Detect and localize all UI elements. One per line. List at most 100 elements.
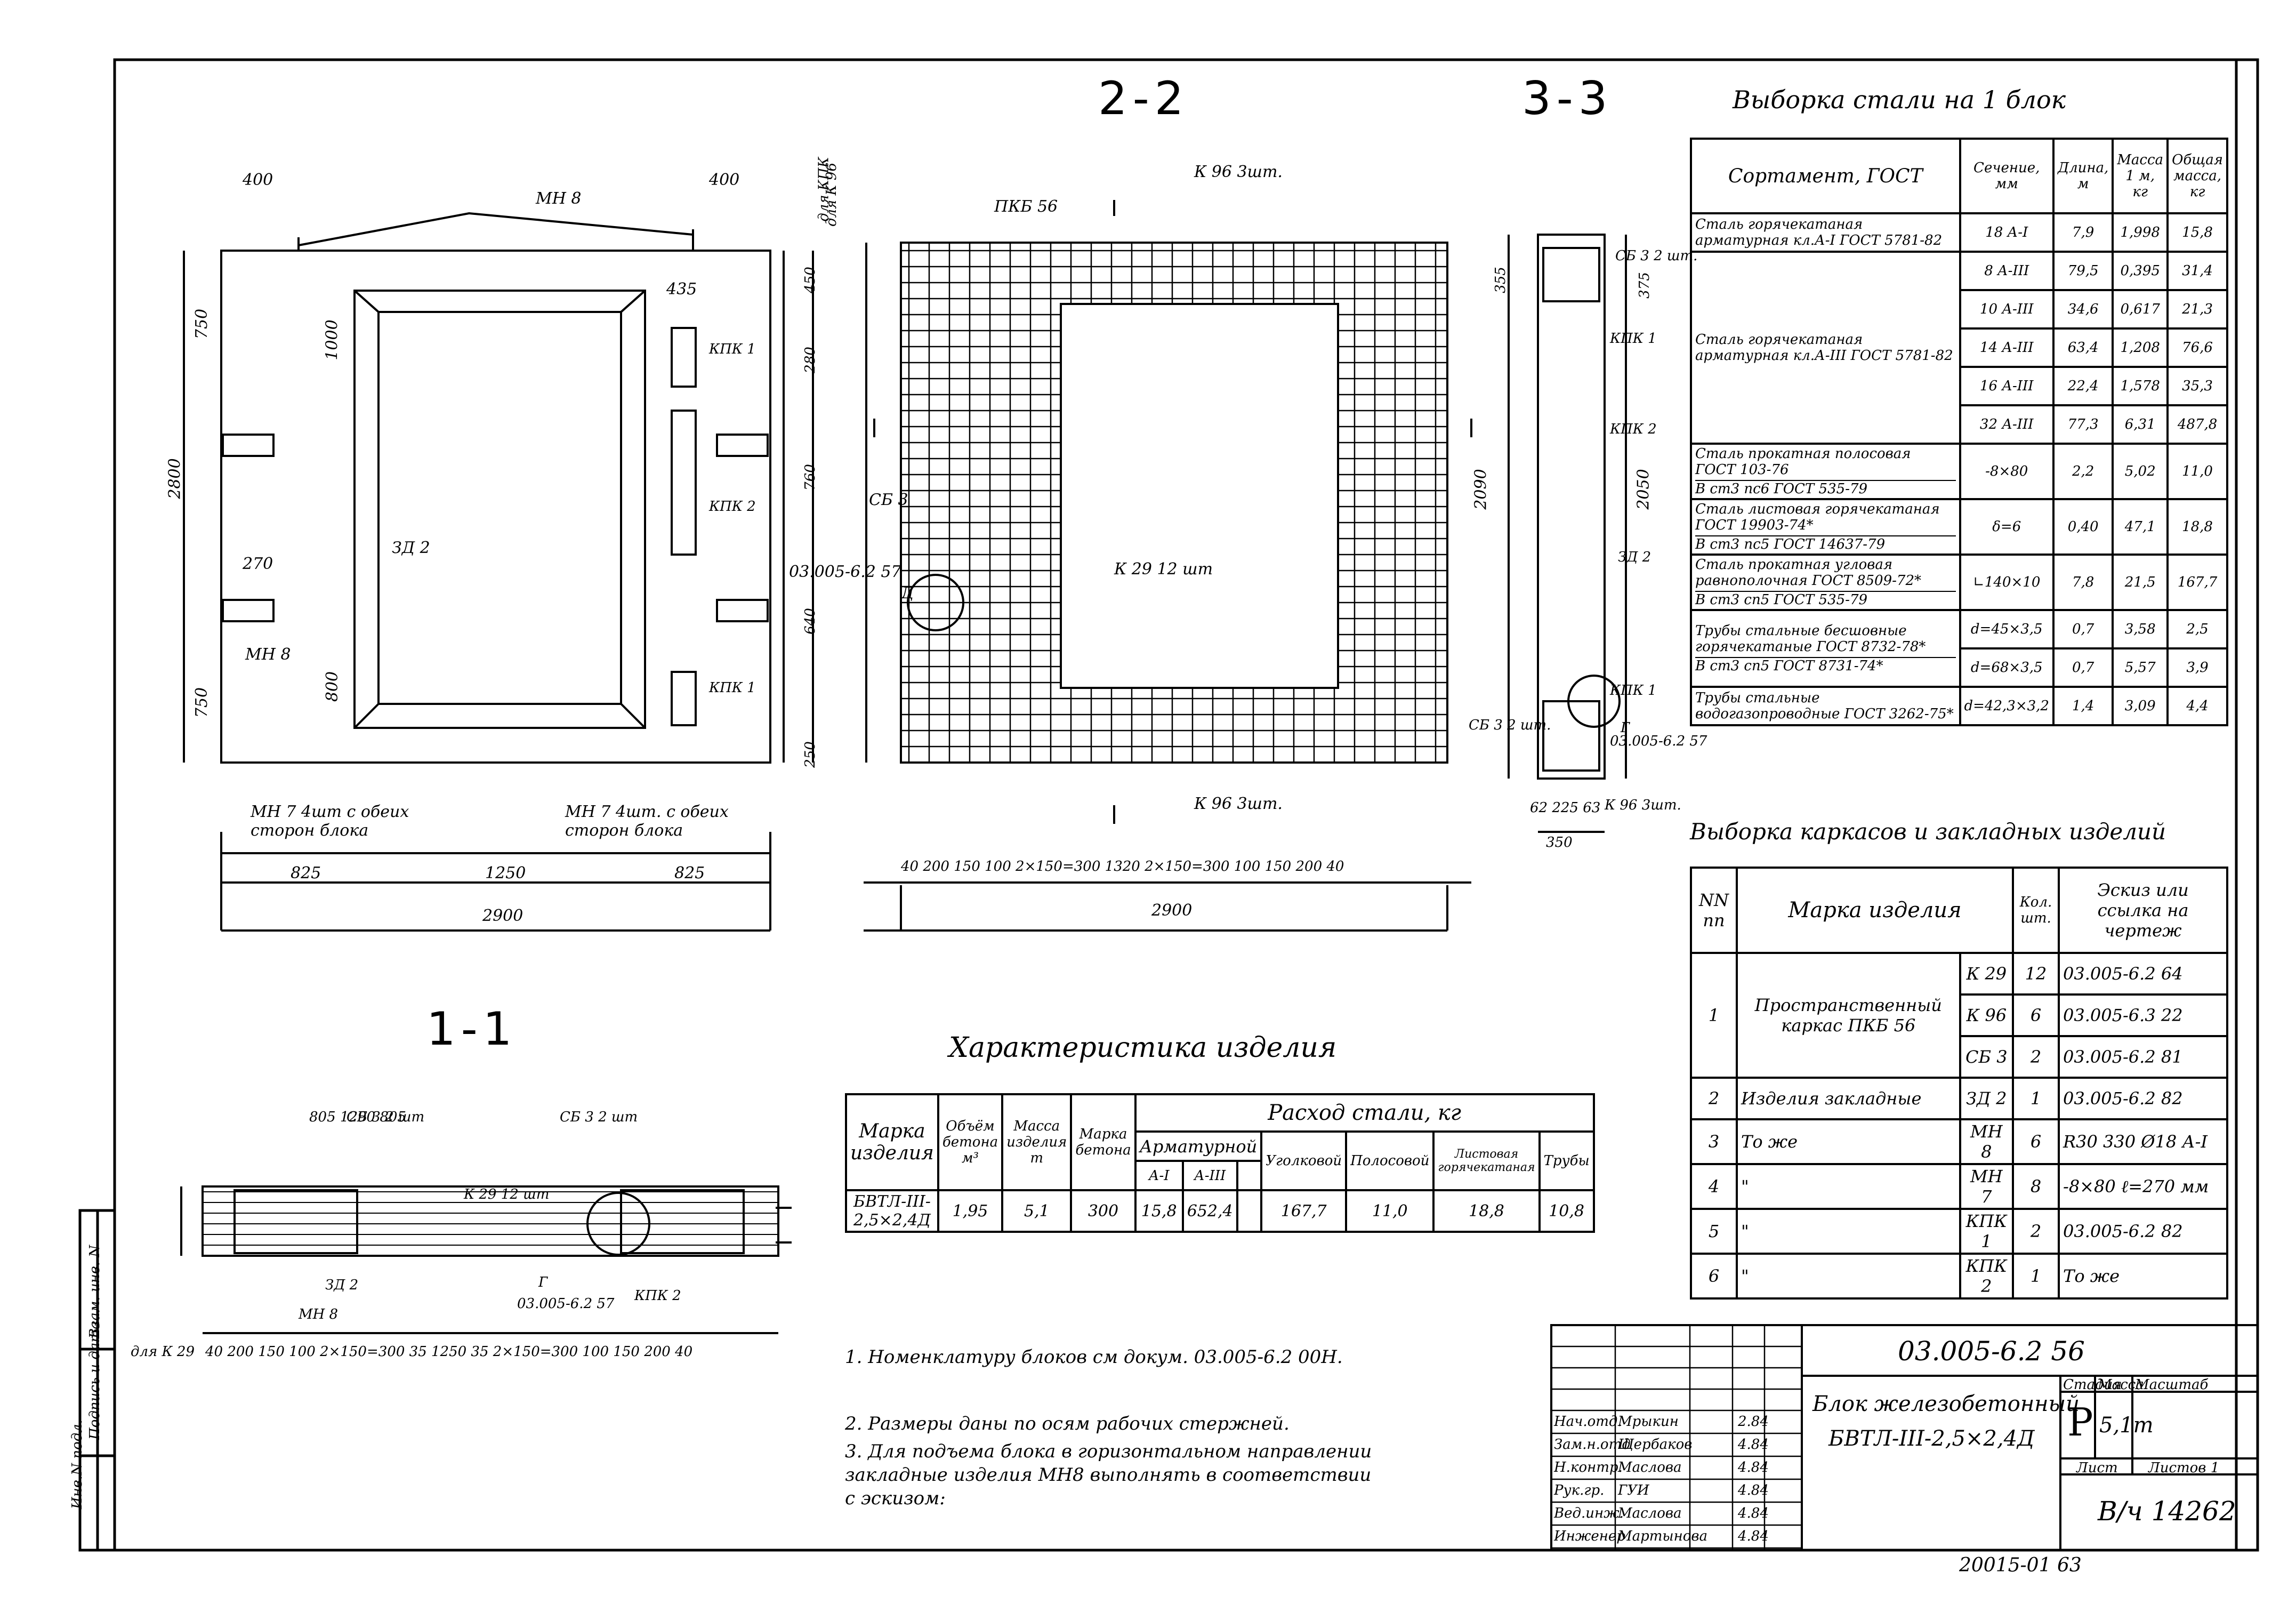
steel-cell: 16 А-III xyxy=(1959,366,2055,406)
dim-label: 450 xyxy=(802,267,818,293)
stamp-inv: Инв.N подл. xyxy=(69,1419,85,1509)
signature-cell: 4.84 xyxy=(1738,1505,1769,1521)
steel-cell: 10 А-III xyxy=(1959,289,2055,330)
dim-label: для К 96 xyxy=(823,163,840,227)
steel-cell: 77,3 xyxy=(2052,404,2114,445)
char-cell: 15,8 xyxy=(1134,1189,1184,1233)
dim-label: 400 xyxy=(709,171,740,189)
steel-cell: 4,4 xyxy=(2166,686,2228,726)
signature-cell: 4.84 xyxy=(1738,1528,1769,1544)
steel-cell: 3,9 xyxy=(2166,647,2228,688)
steel-cell: 0,40 xyxy=(2052,498,2114,556)
frames-ref: R30 330 Ø18 А-I xyxy=(2058,1118,2228,1165)
frames-qty: 6 xyxy=(2012,993,2060,1037)
steel-assortment-name: Сталь горячекатаная арматурная кл.А-I ГО… xyxy=(1695,216,1943,248)
dim-label: 1000 xyxy=(323,319,342,360)
char-cell: 1,95 xyxy=(937,1189,1004,1233)
signature-cell: Зам.н.отд xyxy=(1554,1437,1631,1453)
callout-label: СБ 3 2 шт. xyxy=(1615,248,1698,264)
steel-cell: 22,4 xyxy=(2052,366,2114,406)
note-2: 2. Размеры даны по осям рабочих стержней… xyxy=(845,1413,1290,1434)
char-h-pipes: Трубы xyxy=(1538,1130,1595,1191)
frames-group: То же xyxy=(1736,1118,1961,1165)
stage-header: Стадия xyxy=(2063,1377,2122,1393)
steel-cell: d=42,3×3,2 xyxy=(1959,686,2055,726)
callout-label: К 96 3шт. xyxy=(1194,163,1283,181)
steel-h-length: Длина, м xyxy=(2052,138,2114,214)
section-3-3-outline xyxy=(1537,234,1606,780)
callout-label: 03.005-6.2 57 xyxy=(1610,733,1707,749)
steel-cell: d=68×3,5 xyxy=(1959,647,2055,688)
steel-cell: 0,7 xyxy=(2052,647,2114,688)
frames-group: " xyxy=(1736,1163,1961,1210)
steel-cell: 35,3 xyxy=(2166,366,2228,406)
dim-label: для К 29 xyxy=(131,1344,195,1360)
dim-label: 280 xyxy=(802,347,818,373)
steel-cell: d=45×3,5 xyxy=(1959,609,2055,649)
dim-label: 2900 xyxy=(482,907,523,925)
char-cell: 18,8 xyxy=(1432,1189,1541,1233)
frames-ref: -8×80 ℓ=270 мм xyxy=(2058,1163,2228,1210)
char-h-concrete: Марка бетона xyxy=(1070,1093,1137,1191)
steel-assortment-name: Сталь горячекатаная арматурная кл.А-III … xyxy=(1695,332,1953,364)
char-h-a3: А-III xyxy=(1181,1160,1238,1191)
signature-cell: 2.84 xyxy=(1738,1414,1769,1430)
steel-row: Сталь горячекатаная арматурная кл.А-I ГО… xyxy=(1690,212,2228,253)
section-title-3-3: 3-3 xyxy=(1522,72,1613,125)
sheet-border xyxy=(113,58,2259,1552)
signature-cell: Маслова xyxy=(1618,1459,1682,1475)
signature-cell: Мрыкин xyxy=(1618,1414,1679,1430)
frames-mark: СБ 3 xyxy=(1959,1035,2015,1079)
steel-cell: 8 А-III xyxy=(1959,251,2055,291)
frames-ref: 03.005-6.3 22 xyxy=(2058,993,2228,1037)
signature-cell: 4.84 xyxy=(1738,1459,1769,1475)
frames-num: 4 xyxy=(1690,1163,1738,1210)
callout-label: КПК 1 xyxy=(1610,683,1657,699)
steel-cell: 2,2 xyxy=(2052,443,2114,500)
steel-cell: 487,8 xyxy=(2166,404,2228,445)
characteristics-table: Марка изделия Объём бетона м³ Масса изде… xyxy=(845,1093,1595,1233)
steel-assortment-name: Трубы стальные бесшовные горячекатаные Г… xyxy=(1695,623,1926,655)
steel-cell: 1,998 xyxy=(2112,212,2169,253)
steel-cell: -8×80 xyxy=(1959,443,2055,500)
steel-assortment: Трубы стальные водогазопроводные ГОСТ 32… xyxy=(1690,686,1961,726)
callout-label: ЗД 2 xyxy=(392,539,430,557)
dim-label: 750 xyxy=(192,308,212,340)
frames-group: " xyxy=(1736,1253,1961,1300)
frames-h-qty: Кол. шт. xyxy=(2012,867,2060,954)
char-h-sheet: Листовая горячекатаная xyxy=(1432,1130,1541,1191)
steel-h-section: Сечение, мм xyxy=(1959,138,2055,214)
steel-cell: 76,6 xyxy=(2166,327,2228,368)
callout-label: К 29 12 шт xyxy=(1114,560,1213,579)
steel-cell: 18,8 xyxy=(2166,498,2228,556)
callout-label: МН 8 xyxy=(245,645,291,664)
note-mn7-right: МН 7 4шт. с обеих сторон блока xyxy=(565,803,729,840)
steel-cell: 79,5 xyxy=(2052,251,2114,291)
dim-chain: 40 200 150 100 2×150=300 35 1250 35 2×15… xyxy=(205,1344,693,1360)
steel-cell: 0,395 xyxy=(2112,251,2169,291)
signature-cell: Нач.отд. xyxy=(1554,1414,1622,1430)
steel-cell: 1,208 xyxy=(2112,327,2169,368)
char-cell: 167,7 xyxy=(1260,1189,1348,1233)
characteristics-title: Характеристика изделия xyxy=(949,1032,1337,1064)
frames-num: 3 xyxy=(1690,1118,1738,1165)
steel-cell: 0,617 xyxy=(2112,289,2169,330)
steel-table-header: Сортамент, ГОСТ Сечение, мм Длина, м Мас… xyxy=(1690,138,2228,214)
signature-cell: Мартынова xyxy=(1618,1528,1708,1544)
steel-row: Трубы стальные водогазопроводные ГОСТ 32… xyxy=(1690,686,2228,726)
frames-ref: 03.005-6.2 81 xyxy=(2058,1035,2228,1079)
dim-label: 800 xyxy=(323,671,342,702)
section-2-2-outline xyxy=(900,242,1448,764)
steel-cell: δ=6 xyxy=(1959,498,2055,556)
frames-h-ref: Эскиз или ссылка на чертеж xyxy=(2058,867,2228,954)
stage-value: Р xyxy=(2067,1400,2093,1445)
dim-label: 375 xyxy=(1636,272,1653,299)
steel-cell: 63,4 xyxy=(2052,327,2114,368)
steel-table-title: Выборка стали на 1 блок xyxy=(1733,85,2066,114)
steel-row: Сталь листовая горячекатаная ГОСТ 19903-… xyxy=(1690,498,2228,556)
